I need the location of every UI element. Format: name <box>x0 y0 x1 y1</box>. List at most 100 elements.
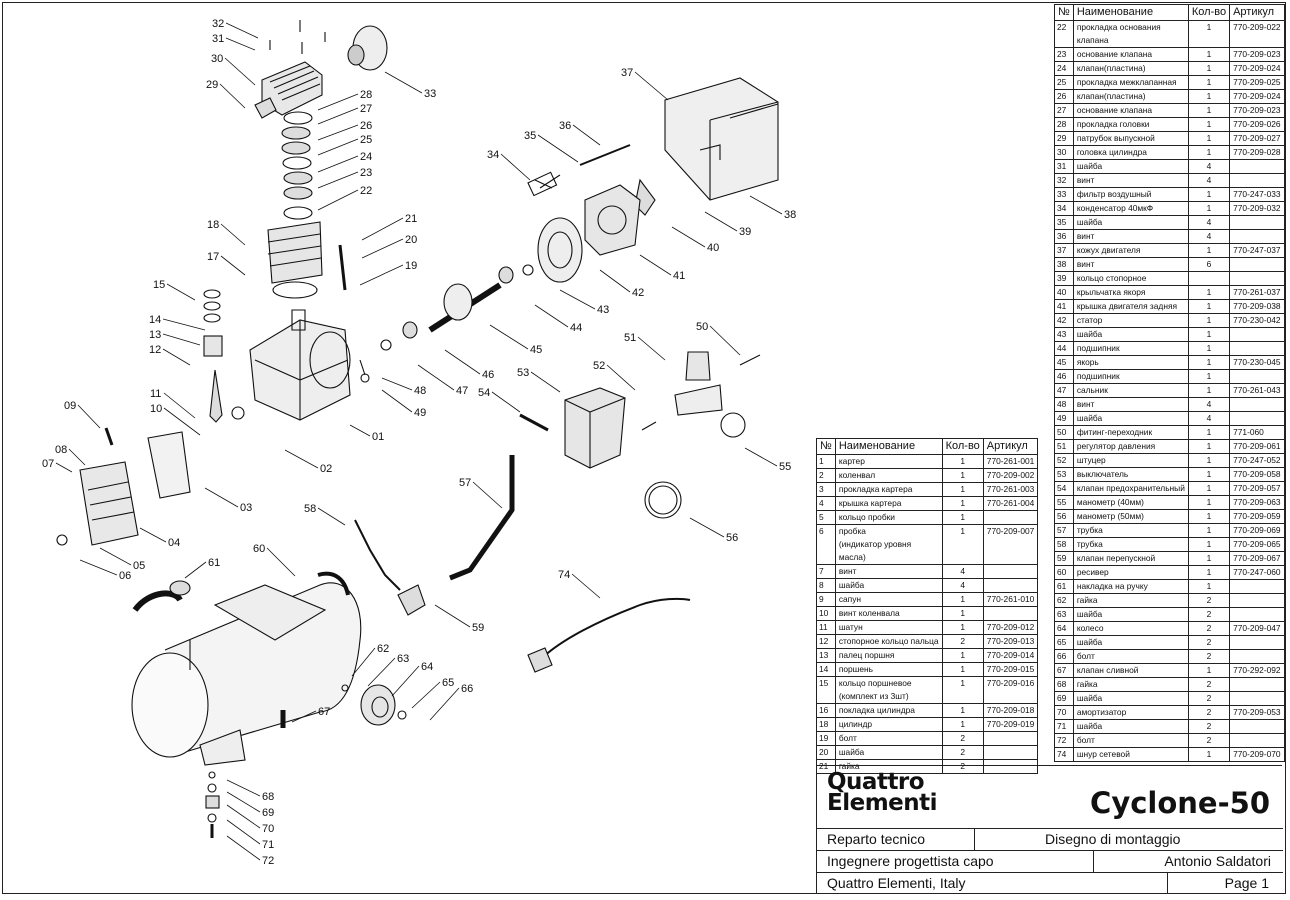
callout-leader <box>671 226 706 248</box>
callout-label: 09 <box>64 400 76 412</box>
callout-label: 04 <box>168 537 180 549</box>
callout-leader <box>472 481 503 509</box>
callout-leader <box>489 324 529 350</box>
cell-num: 60 <box>1054 565 1074 580</box>
cell-name: шайба <box>834 578 943 593</box>
cell-num: 42 <box>1054 313 1074 328</box>
cell-num: 20 <box>816 745 836 760</box>
callout-label: 49 <box>414 407 426 419</box>
callout-label: 41 <box>673 270 685 282</box>
cell-article: 770-209-067 <box>1229 551 1285 566</box>
callout-label: 55 <box>779 461 791 473</box>
cell-num: 51 <box>1054 439 1074 454</box>
cell-name: головка цилиндра <box>1072 145 1189 160</box>
callout-leader <box>349 424 371 437</box>
cell-article: 770-209-061 <box>1229 439 1285 454</box>
cell-article <box>1229 257 1285 272</box>
callout-leader <box>639 254 672 276</box>
callout-leader <box>361 217 404 241</box>
cell-qty: 1 <box>1187 355 1231 370</box>
cell-qty: 2 <box>1187 635 1231 650</box>
cell-qty: 1 <box>1187 747 1231 762</box>
title-row-engineer: Ingegnere progettista capo Antonio Salda… <box>817 850 1283 872</box>
cell-article: 770-209-015 <box>982 662 1039 677</box>
cell-qty: 1 <box>1187 383 1231 398</box>
callout-label: 02 <box>320 463 332 475</box>
callout-label: 15 <box>153 279 165 291</box>
cell-num: 40 <box>1054 285 1074 300</box>
pipe-part <box>449 455 515 581</box>
cell-name: болт <box>834 731 943 746</box>
col-qty: Кол-во <box>1187 4 1231 21</box>
cell-qty: 2 <box>1187 593 1231 608</box>
callout-label: 13 <box>149 329 161 341</box>
cell-num: 45 <box>1054 355 1074 370</box>
cell-qty: 2 <box>1187 649 1231 664</box>
callout-leader <box>225 37 256 51</box>
cell-qty: 1 <box>1187 103 1231 118</box>
title-block: Quattro Elementi Cyclone-50 Reparto tecn… <box>816 765 1283 894</box>
cell-qty: 1 <box>1187 131 1231 146</box>
callout-leader <box>77 404 101 429</box>
callout-leader <box>744 447 778 467</box>
cell-qty: 1 <box>941 703 984 718</box>
cell-qty: 4 <box>1187 411 1231 426</box>
cell-num: 53 <box>1054 467 1074 482</box>
callout-label: 63 <box>397 653 409 665</box>
cell-qty: 1 <box>1187 187 1231 202</box>
cell-num: 15 <box>816 676 836 704</box>
callout-leader <box>226 791 261 813</box>
cell-num: 6 <box>816 524 836 565</box>
cell-num: 58 <box>1054 537 1074 552</box>
cell-article: 770-209-007 <box>982 524 1039 565</box>
cell-name: шайба <box>1072 215 1189 230</box>
callout-leader <box>361 238 404 259</box>
callout-label: 20 <box>405 234 417 246</box>
cell-name: покладка цилиндра <box>834 703 943 718</box>
cell-name: картер <box>834 454 943 469</box>
cell-qty <box>1187 271 1231 286</box>
callout-leader <box>204 487 239 508</box>
col-num: № <box>1054 4 1074 21</box>
callout-label: 56 <box>726 532 738 544</box>
cell-num: 38 <box>1054 257 1074 272</box>
callout-label: 67 <box>318 706 330 718</box>
callout-leader <box>219 83 246 109</box>
cell-article: 770-209-038 <box>1229 299 1285 314</box>
callout-leader <box>162 318 206 331</box>
cell-qty: 2 <box>1187 719 1231 734</box>
air-filter-part <box>347 25 388 71</box>
cell-article <box>1229 159 1285 174</box>
callout-label: 50 <box>696 321 708 333</box>
callout-label: 34 <box>487 149 499 161</box>
cell-num: 74 <box>1054 747 1074 762</box>
drawing-type-label: Disegno di montaggio <box>1045 831 1181 847</box>
cell-name: якорь <box>1072 355 1189 370</box>
cell-num: 62 <box>1054 593 1074 608</box>
department-label: Reparto tecnico <box>827 831 926 847</box>
callout-label: 51 <box>624 332 636 344</box>
cell-qty: 1 <box>1187 495 1231 510</box>
cell-name: винт <box>1072 257 1189 272</box>
cell-qty: 4 <box>1187 159 1231 174</box>
cell-name: шнур сетевой <box>1072 747 1189 762</box>
callout-label: 60 <box>253 543 265 555</box>
callout-label: 08 <box>55 444 67 456</box>
cell-num: 43 <box>1054 327 1074 342</box>
cell-qty: 1 <box>1187 327 1231 342</box>
cell-num: 19 <box>816 731 836 746</box>
callout-label: 35 <box>524 130 536 142</box>
